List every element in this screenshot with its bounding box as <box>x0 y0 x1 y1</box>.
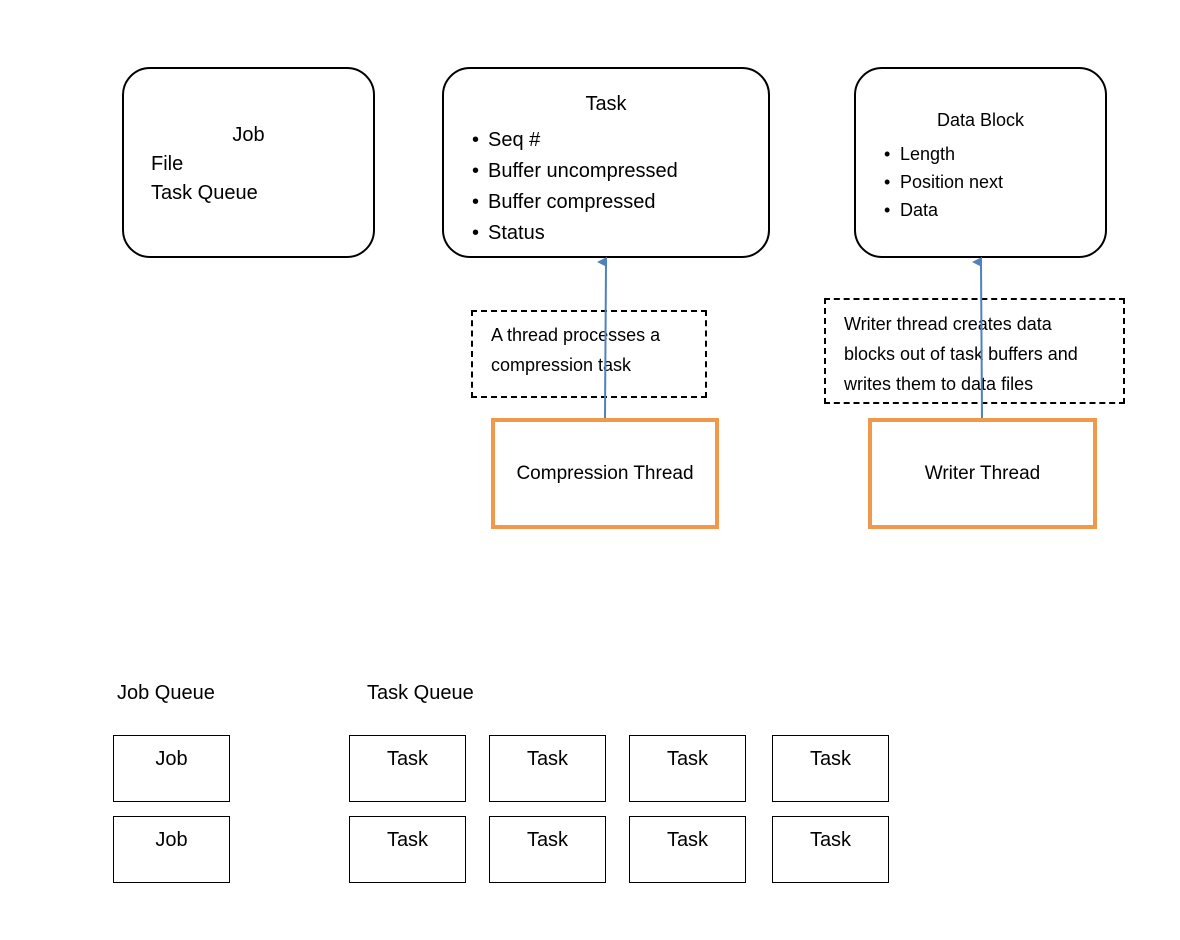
writer-note: Writer thread creates data blocks out of… <box>824 298 1125 404</box>
task-box-title: Task <box>585 93 627 115</box>
data-block-field-data: Data <box>884 196 1003 224</box>
writer-thread-box: Writer Thread <box>868 418 1097 529</box>
job-queue-label: Job Queue <box>117 682 215 704</box>
data-block-field-position-next: Position next <box>884 168 1003 196</box>
writer-to-data-block-arrow <box>972 256 983 419</box>
job-box-line-file: File <box>151 153 184 175</box>
task-queue-item: Task <box>772 816 889 883</box>
task-queue-item: Task <box>489 816 606 883</box>
task-queue-label: Task Queue <box>367 682 474 704</box>
data-block-field-length: Length <box>884 140 1003 168</box>
job-box-line-task-queue: Task Queue <box>151 182 258 204</box>
data-block-fields: Length Position next Data <box>884 140 1003 224</box>
compression-note: A thread processes a compression task <box>471 310 707 398</box>
task-queue-item: Task <box>629 816 746 883</box>
task-field-status: Status <box>472 218 678 249</box>
writer-note-line-1: Writer thread creates data <box>844 314 1052 334</box>
task-box-fields: Seq # Buffer uncompressed Buffer compres… <box>472 125 678 249</box>
task-queue-item: Task <box>489 735 606 802</box>
job-queue-item: Job <box>113 735 230 802</box>
job-box: Job File Task Queue <box>122 67 375 258</box>
compression-note-line-1: A thread processes a <box>491 325 661 345</box>
task-queue-item: Task <box>772 735 889 802</box>
compression-to-task-arrow <box>597 257 608 419</box>
task-queue-item: Task <box>349 816 466 883</box>
task-field-buffer-uncompressed: Buffer uncompressed <box>472 156 678 187</box>
data-block-box: Data Block Length Position next Data <box>854 67 1107 258</box>
task-field-buffer-compressed: Buffer compressed <box>472 187 678 218</box>
data-block-box-title: Data Block <box>936 110 1025 130</box>
task-queue-item: Task <box>629 735 746 802</box>
writer-note-line-3: writes them to data files <box>844 374 1034 394</box>
job-box-title: Job <box>232 124 265 146</box>
writer-note-line-2: blocks out of task buffers and <box>844 344 1078 364</box>
task-field-seq: Seq # <box>472 125 678 156</box>
job-queue-item: Job <box>113 816 230 883</box>
compression-thread-box: Compression Thread <box>491 418 719 529</box>
task-box: Task Seq # Buffer uncompressed Buffer co… <box>442 67 770 258</box>
task-queue-item: Task <box>349 735 466 802</box>
compression-note-line-2: compression task <box>491 355 632 375</box>
